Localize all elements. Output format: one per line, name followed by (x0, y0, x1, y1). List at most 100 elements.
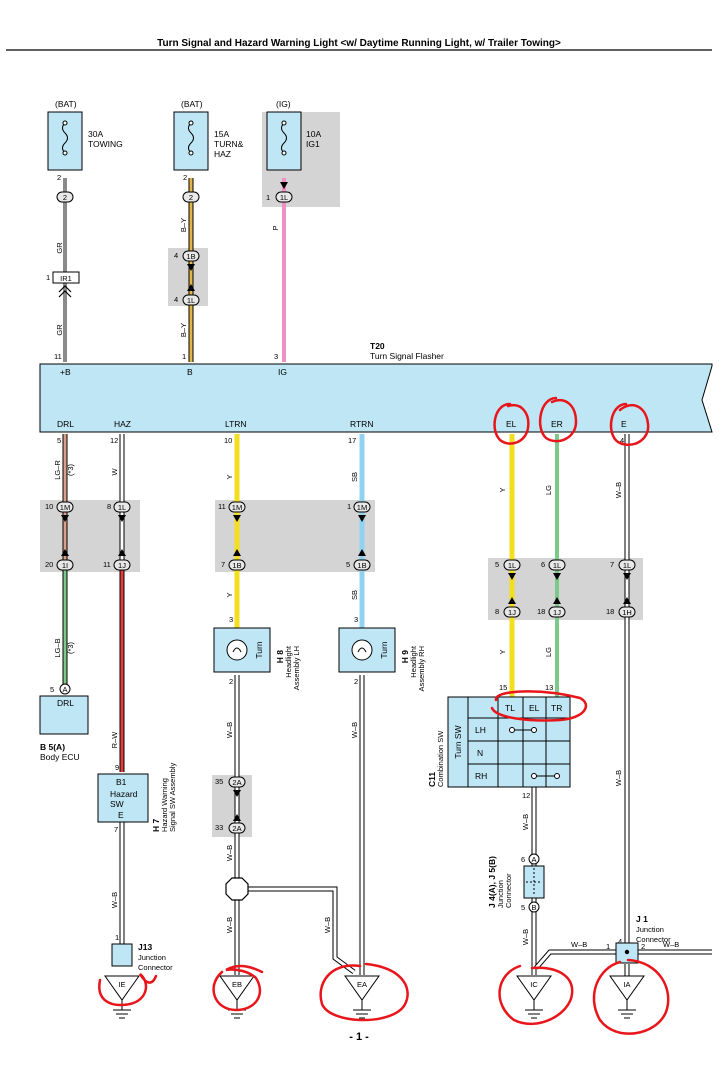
wire-label-wb: W–B (225, 845, 234, 861)
svg-text:DRL: DRL (57, 419, 74, 429)
wire-label-lg: LG (544, 647, 553, 657)
wire-label-y: Y (225, 474, 234, 479)
svg-text:10: 10 (224, 436, 232, 445)
svg-text:2A: 2A (232, 778, 241, 787)
svg-text:SW: SW (110, 799, 124, 809)
svg-text:6: 6 (521, 855, 525, 864)
svg-text:1: 1 (115, 933, 119, 942)
svg-text:1L: 1L (553, 561, 561, 570)
svg-text:H 8: H 8 (275, 650, 285, 664)
wire-label-wb: W–B (663, 940, 679, 949)
svg-text:LH: LH (475, 725, 486, 735)
svg-text:6: 6 (541, 560, 545, 569)
svg-text:7: 7 (610, 560, 614, 569)
svg-text:35: 35 (215, 777, 223, 786)
body-ecu: 5 A DRL B 5(A) Body ECU (39, 683, 89, 762)
fuse-ig1: (IG) 10A IG1 (262, 99, 340, 207)
svg-text:A: A (531, 855, 536, 864)
headlight-assembly-lh: 3 Turn 2 H 8 Headlight Assembly LH (213, 615, 301, 690)
svg-text:TL: TL (505, 703, 515, 713)
svg-text:1M: 1M (232, 503, 242, 512)
wire-label-wb: W–B (571, 940, 587, 949)
wire-label-wb: W–B (225, 722, 234, 738)
svg-text:11: 11 (218, 502, 226, 511)
ground-eb: EB (219, 975, 255, 1019)
svg-text:3: 3 (229, 615, 233, 624)
svg-text:4: 4 (174, 295, 178, 304)
hazard-switch: 9 B1 Hazard SW E 7 H 7 Hazard Warning Si… (97, 763, 177, 834)
svg-text:7: 7 (114, 825, 118, 834)
svg-text:10: 10 (45, 502, 53, 511)
svg-text:E: E (118, 810, 124, 820)
svg-text:RTRN: RTRN (350, 419, 373, 429)
svg-text:1B: 1B (357, 561, 366, 570)
svg-text:IG: IG (278, 367, 287, 377)
fuse-towing: (BAT) 30A TOWING 2 (47, 99, 123, 182)
wire-label-by: B–Y (179, 323, 188, 337)
svg-text:Junction: Junction (636, 925, 664, 934)
svg-text:Connector: Connector (636, 935, 671, 944)
junction-mid-connectors: 11 1M 1 1M 7 1B 5 1B (218, 501, 371, 571)
junction-left-connectors: 10 1M 8 1L 20 1I 11 1J (45, 501, 131, 571)
svg-text:EL: EL (506, 419, 517, 429)
svg-text:1: 1 (347, 502, 351, 511)
svg-text:5: 5 (521, 903, 525, 912)
red-annotations (98, 396, 670, 1035)
fuse-rating: 30A (88, 129, 103, 139)
svg-text:IE: IE (118, 980, 125, 989)
connector-ir1: 1 IR1 (46, 271, 80, 298)
svg-text:TR: TR (551, 703, 562, 713)
svg-text:EA: EA (357, 980, 367, 989)
headlight-assembly-rh: 3 Turn 2 H 9 Headlight Assembly RH (338, 615, 426, 691)
fuse-rating: 10A (306, 129, 321, 139)
wire-label-gr: GR (55, 242, 64, 254)
page-number: - 1 - (349, 1031, 369, 1043)
svg-text:18: 18 (537, 607, 545, 616)
svg-text:DRL: DRL (57, 698, 74, 708)
svg-text:8: 8 (495, 607, 499, 616)
svg-text:Hazard Warning: Hazard Warning (160, 778, 169, 832)
svg-text:J 1: J 1 (636, 914, 648, 924)
connector-2-turnhaz: 2 (182, 191, 200, 203)
svg-text:HAZ: HAZ (114, 419, 131, 429)
svg-text:Connector: Connector (504, 873, 513, 908)
wire-label-wb: W–B (110, 892, 119, 908)
svg-text:B: B (187, 367, 193, 377)
svg-text:Signal SW Assembly: Signal SW Assembly (168, 763, 177, 832)
svg-text:Turn: Turn (254, 641, 264, 658)
wire-label-sb: SB (350, 472, 359, 482)
svg-text:5: 5 (57, 436, 61, 445)
svg-text:LTRN: LTRN (225, 419, 247, 429)
svg-text:Body ECU: Body ECU (40, 752, 80, 762)
annotation-oval-tl-er-tr (490, 690, 588, 722)
svg-text:IA: IA (623, 980, 630, 989)
ground-ie: IE (104, 975, 140, 1019)
junction-connector-j1: J 1 Junction Connector 4 1 2 (606, 914, 671, 964)
wire-label-wb: W–B (614, 482, 623, 498)
junction-connector-j4-j5: 6 A 5 B J 4(A), J 5(B) Junction Connecto… (487, 853, 545, 913)
ground-ia: IA (609, 975, 645, 1019)
svg-text:IC: IC (530, 980, 538, 989)
svg-text:4: 4 (620, 436, 624, 445)
svg-text:1L: 1L (508, 561, 516, 570)
fuse-name: IG1 (306, 139, 320, 149)
svg-text:Junction: Junction (496, 880, 505, 908)
svg-text:5: 5 (50, 685, 54, 694)
fuse-source: (BAT) (55, 99, 77, 109)
annotation-circle-ic (498, 964, 574, 1026)
svg-text:5: 5 (346, 560, 350, 569)
svg-text:J 4(A), J 5(B): J 4(A), J 5(B) (487, 856, 497, 908)
annotation-circle-ia (592, 958, 670, 1035)
wire-label-w: W (110, 468, 119, 476)
svg-text:1L: 1L (280, 193, 288, 202)
svg-text:13: 13 (545, 683, 553, 692)
svg-text:3: 3 (354, 615, 358, 624)
splice-point (225, 877, 249, 901)
svg-text:7: 7 (221, 560, 225, 569)
wire-label-lgb: LG–B (53, 638, 62, 657)
wire-note: (*3) (66, 463, 75, 476)
svg-text:H 9: H 9 (400, 650, 410, 664)
svg-text:18: 18 (606, 607, 614, 616)
svg-text:Hazard: Hazard (110, 789, 138, 799)
fuse-source: (BAT) (181, 99, 203, 109)
